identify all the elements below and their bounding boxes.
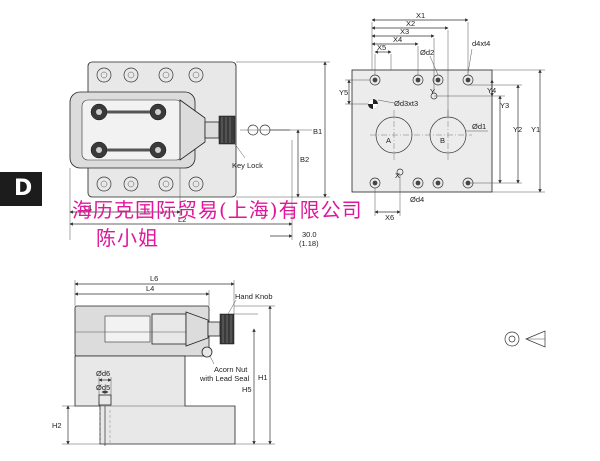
dim-d4b: Ød4 <box>410 195 424 204</box>
dim-d2: Ød2 <box>420 48 434 57</box>
hand-knob-label: Hand Knob <box>235 292 273 301</box>
dim-l6: L6 <box>150 274 158 283</box>
dim-y5: Y5 <box>339 88 348 97</box>
dim-y4: Y4 <box>487 86 496 95</box>
top-view-screws <box>90 103 167 159</box>
port-x-label: X <box>395 171 400 180</box>
lead-seal-label: with Lead Seal <box>199 374 250 383</box>
side-view: Hand Knob Acorn Nut with Lead Seal L6 L4… <box>52 274 275 446</box>
watermark-contact: 陈小姐 <box>96 226 159 250</box>
dim-h1: H1 <box>258 373 268 382</box>
top-view-stem <box>204 121 220 139</box>
port-y-label: Y <box>430 87 435 96</box>
dim-x1: X1 <box>416 11 425 20</box>
key-lock-label: Key Lock <box>232 161 263 170</box>
dim-l3-in: (1.18) <box>299 239 319 248</box>
top-view-bonnet <box>179 99 206 161</box>
acorn-nut-label: Acorn Nut <box>214 365 248 374</box>
dim-h2: H2 <box>52 421 62 430</box>
dim-d6: Ød6 <box>96 369 110 378</box>
dim-y1: Y1 <box>531 125 540 134</box>
projection-symbol <box>504 330 546 348</box>
section-tab: D <box>0 172 42 206</box>
dim-l4: L4 <box>146 284 154 293</box>
top-view: Key Lock B1 B2 L1 L2 30.0 (1.18) <box>69 61 330 248</box>
dim-d4: d4xt4 <box>472 39 490 48</box>
dim-x3: X3 <box>400 27 409 36</box>
dim-y3: Y3 <box>500 101 509 110</box>
dim-d1: Ød1 <box>472 122 486 131</box>
dim-l3-mm: 30.0 <box>302 230 317 239</box>
port-b-label: B <box>440 136 445 145</box>
dim-b1: B1 <box>313 127 322 136</box>
dim-x6: X6 <box>385 213 394 222</box>
top-view-bolts <box>96 67 204 192</box>
side-view-acorn-nut <box>201 346 213 358</box>
top-view-key-lock-knob <box>218 115 236 145</box>
port-view: A B X Y X1 X2 X3 X4 X5 Ød2 d4xt4 <box>339 11 545 222</box>
dim-b2: B2 <box>300 155 309 164</box>
port-a-label: A <box>386 136 391 145</box>
dim-x2: X2 <box>406 19 415 28</box>
side-view-stem <box>207 321 221 337</box>
dim-d3: Ød3xt3 <box>394 99 418 108</box>
side-view-bolt-head <box>98 394 112 406</box>
dim-l2: L2 <box>178 215 186 224</box>
dim-h5: H5 <box>242 385 252 394</box>
dim-d5: Ød5 <box>96 383 110 392</box>
dim-x5: X5 <box>377 43 386 52</box>
dim-y2: Y2 <box>513 125 522 134</box>
dim-l1: L1 <box>84 203 92 212</box>
watermark-company: 海历克国际贸易(上海)有限公司 <box>72 198 363 222</box>
dim-x4: X4 <box>393 35 402 44</box>
